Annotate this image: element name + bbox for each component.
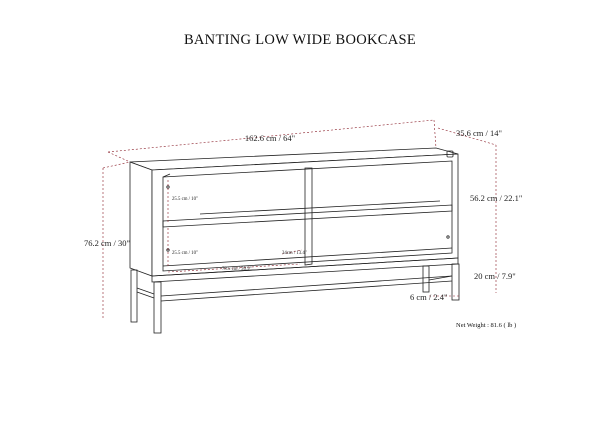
- shelf-width-label: 78.5 cm / 30.9": [222, 267, 252, 272]
- upper-shelf-height-label: 25.5 cm / 10": [172, 197, 198, 202]
- left-side-panel: [129, 161, 153, 277]
- diagram-title: BANTING LOW WIDE BOOKCASE: [183, 32, 417, 48]
- leg-back-right: [422, 265, 430, 293]
- leg-height-label: 20 cm / 7.9": [474, 271, 516, 281]
- height-label: 76.2 cm / 30": [84, 238, 130, 248]
- width-label: 162.6 cm / 64": [245, 133, 295, 143]
- net-weight: Net Weight : 81.6 ( lb ): [456, 322, 517, 329]
- leg-front-left: [153, 281, 162, 334]
- center-divider: [304, 167, 313, 266]
- middle-shelf: [162, 204, 453, 228]
- shelf-depth-label: 34cm / 13.4": [282, 251, 307, 256]
- leg-back-left: [130, 269, 138, 323]
- leg-front-right: [451, 263, 460, 301]
- leg-inset-label: 6 cm / 2.4": [410, 292, 447, 302]
- cabinet-height-label: 56.2 cm / 22.1": [470, 193, 522, 203]
- dim-shelf-depth-line: [281, 249, 303, 255]
- lower-shelf-height-label: 25.5 cm / 10": [172, 251, 198, 256]
- cabinet-opening: [162, 160, 453, 272]
- depth-label: 35.6 cm / 14": [456, 128, 502, 138]
- dim-width-line: [107, 119, 435, 153]
